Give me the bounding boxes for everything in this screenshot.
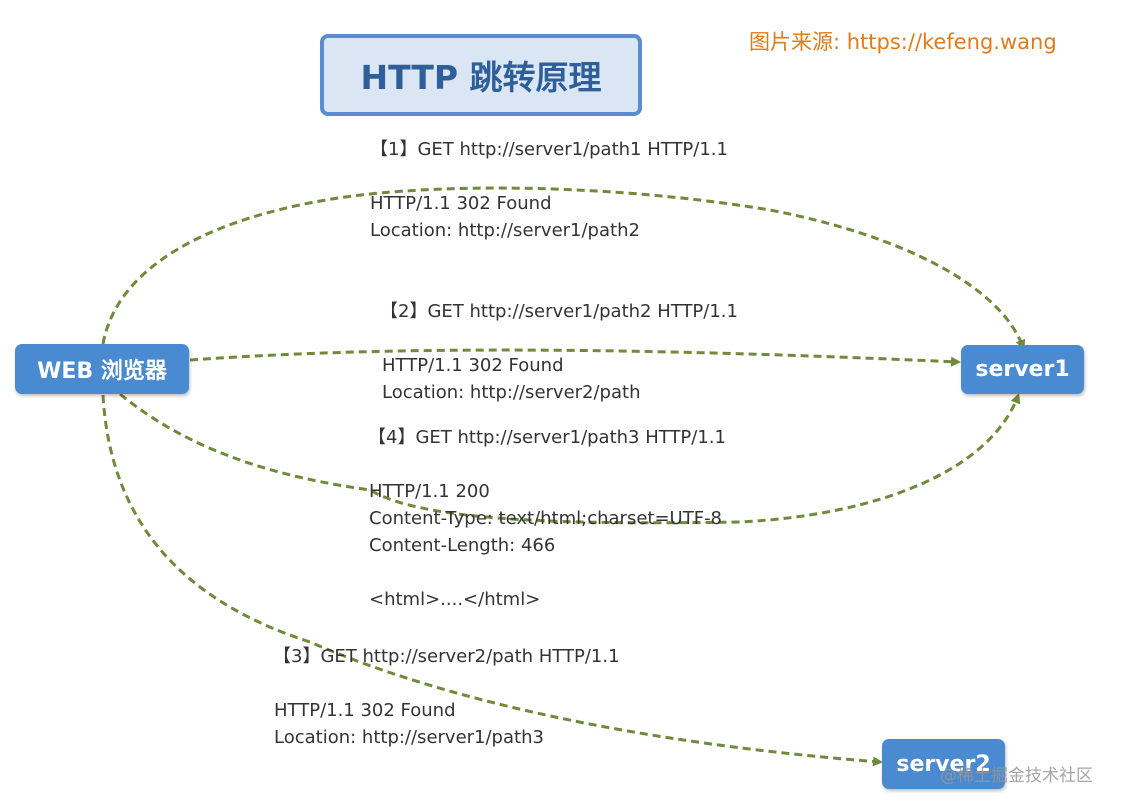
- step3-request-label: 【3】GET http://server2/path HTTP/1.1: [273, 646, 620, 667]
- step1-request-label: 【1】GET http://server1/path1 HTTP/1.1: [370, 139, 728, 160]
- watermark: @稀土掘金技术社区: [940, 766, 1093, 786]
- step3-response-label: HTTP/1.1 302 Found Location: http://serv…: [274, 700, 544, 748]
- node-server2: server2: [882, 739, 1005, 789]
- step4-request-label: 【4】GET http://server1/path3 HTTP/1.1: [368, 427, 726, 448]
- node-web-browser: WEB 浏览器: [15, 344, 189, 394]
- step2-response-label: HTTP/1.1 302 Found Location: http://serv…: [382, 355, 641, 403]
- diagram-title: HTTP 跳转原理: [320, 34, 642, 116]
- image-source-label: 图片来源: https://kefeng.wang: [749, 30, 1057, 54]
- edge-step3: [101, 394, 883, 767]
- step1-response-label: HTTP/1.1 302 Found Location: http://serv…: [370, 193, 640, 241]
- edge-step1: [101, 186, 1026, 350]
- step2-request-label: 【2】GET http://server1/path2 HTTP/1.1: [380, 301, 738, 322]
- step4-response-label: HTTP/1.1 200 Content-Type: text/html;cha…: [369, 481, 723, 610]
- edge-step4: [119, 392, 1021, 525]
- node-server1: server1: [961, 345, 1084, 394]
- edge-step2: [189, 348, 961, 367]
